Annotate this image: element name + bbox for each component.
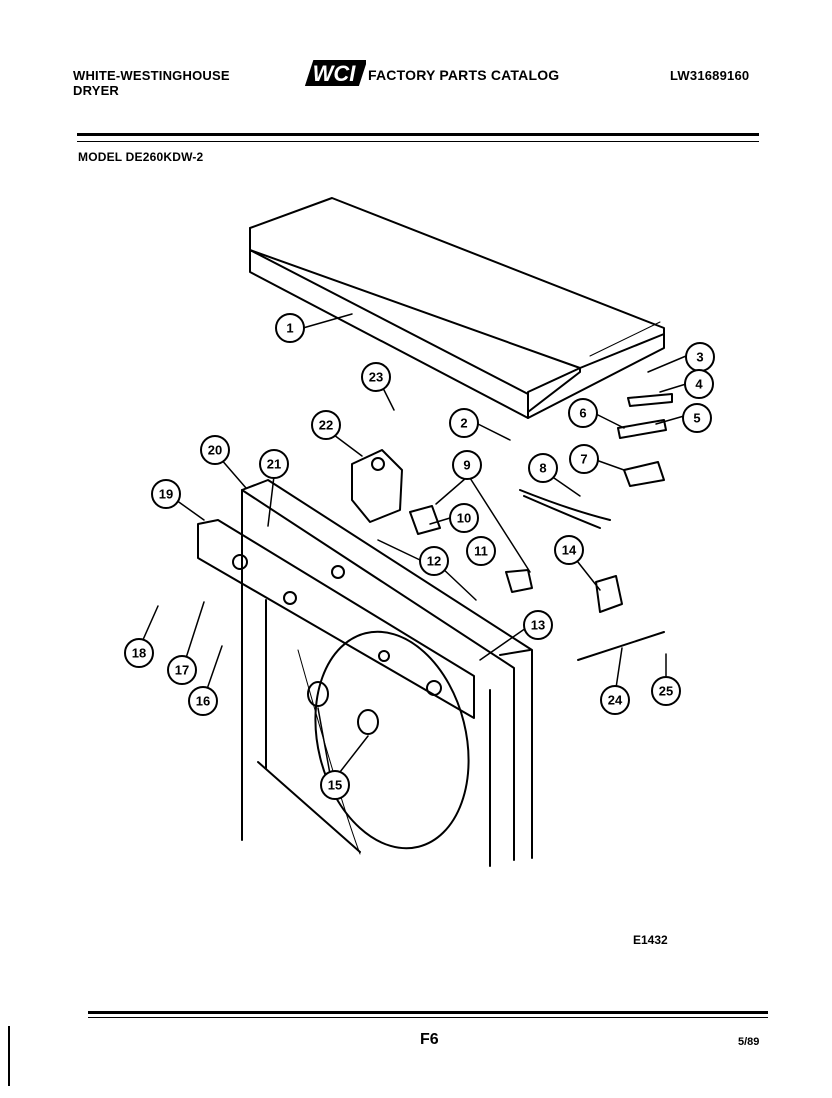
svg-text:21: 21 [267, 457, 281, 472]
svg-text:9: 9 [463, 458, 470, 473]
svg-text:17: 17 [175, 663, 189, 678]
left-edge-mark [8, 1026, 10, 1086]
footer-rule-thick [88, 1011, 768, 1014]
callout-12: 12 [419, 546, 449, 576]
svg-text:12: 12 [427, 554, 441, 569]
wci-logo: WCI [304, 60, 366, 86]
svg-text:6: 6 [579, 406, 586, 421]
switch-14 [595, 575, 623, 613]
callout-9: 9 [452, 450, 482, 480]
svg-text:11: 11 [474, 544, 488, 559]
switch-11 [505, 569, 533, 593]
svg-text:1: 1 [286, 321, 293, 336]
callout-6: 6 [568, 398, 598, 428]
callout-24: 24 [600, 685, 630, 715]
footer-rule-thin [88, 1017, 768, 1018]
callout-7: 7 [569, 444, 599, 474]
print-date: 5/89 [738, 1036, 760, 1048]
callout-19: 19 [151, 479, 181, 509]
svg-text:5: 5 [693, 411, 700, 426]
control-panel [197, 519, 475, 719]
callout-25: 25 [651, 676, 681, 706]
model-number: MODEL DE260KDW-2 [78, 150, 204, 164]
header-rule-thin [77, 141, 759, 142]
callout-11: 11 [466, 536, 496, 566]
callout-3: 3 [685, 342, 715, 372]
callout-14: 14 [554, 535, 584, 565]
svg-text:20: 20 [208, 443, 222, 458]
svg-text:13: 13 [531, 618, 545, 633]
figure-code: E1432 [633, 933, 668, 947]
svg-text:23: 23 [369, 370, 383, 385]
callout-2: 2 [449, 408, 479, 438]
svg-text:19: 19 [159, 487, 173, 502]
catalog-title: FACTORY PARTS CATALOG [368, 67, 560, 83]
callout-17: 17 [167, 655, 197, 685]
manufacturer-label: WHITE-WESTINGHOUSE [73, 68, 230, 83]
front-panel [241, 479, 533, 867]
svg-text:14: 14 [562, 543, 577, 558]
callout-5: 5 [682, 403, 712, 433]
callout-20: 20 [200, 435, 230, 465]
callout-18: 18 [124, 638, 154, 668]
svg-text:15: 15 [328, 778, 342, 793]
switch-10 [409, 505, 441, 535]
callout-1: 1 [275, 313, 305, 343]
svg-text:22: 22 [319, 418, 333, 433]
callout-8: 8 [528, 453, 558, 483]
callout-13: 13 [523, 610, 553, 640]
svg-text:2: 2 [460, 416, 467, 431]
callout-16: 16 [188, 686, 218, 716]
knobs [307, 681, 379, 735]
callout-21: 21 [259, 449, 289, 479]
timer [351, 449, 403, 523]
svg-text:24: 24 [608, 693, 623, 708]
header-rule-thick [77, 133, 759, 136]
manufacturer-name: WHITE-WESTINGHOUSE DRYER [73, 68, 230, 98]
page-number: F6 [420, 1031, 439, 1048]
callout-22: 22 [311, 410, 341, 440]
callout-15: 15 [320, 770, 350, 800]
callout-23: 23 [361, 362, 391, 392]
svg-text:25: 25 [659, 684, 673, 699]
svg-text:10: 10 [457, 511, 471, 526]
logo-text: WCI [313, 61, 357, 86]
svg-text:7: 7 [580, 452, 587, 467]
svg-text:3: 3 [696, 350, 703, 365]
svg-text:4: 4 [695, 377, 703, 392]
svg-text:8: 8 [539, 461, 546, 476]
callout-10: 10 [449, 503, 479, 533]
svg-text:18: 18 [132, 646, 146, 661]
top-panel [249, 197, 665, 419]
svg-text:16: 16 [196, 694, 210, 709]
appliance-type: DRYER [73, 83, 120, 98]
callout-4: 4 [684, 369, 714, 399]
catalog-number: LW31689160 [670, 68, 750, 83]
callouts: 1 2 3 4 5 6 7 8 9 10 11 12 13 14 15 16 1… [124, 313, 715, 800]
